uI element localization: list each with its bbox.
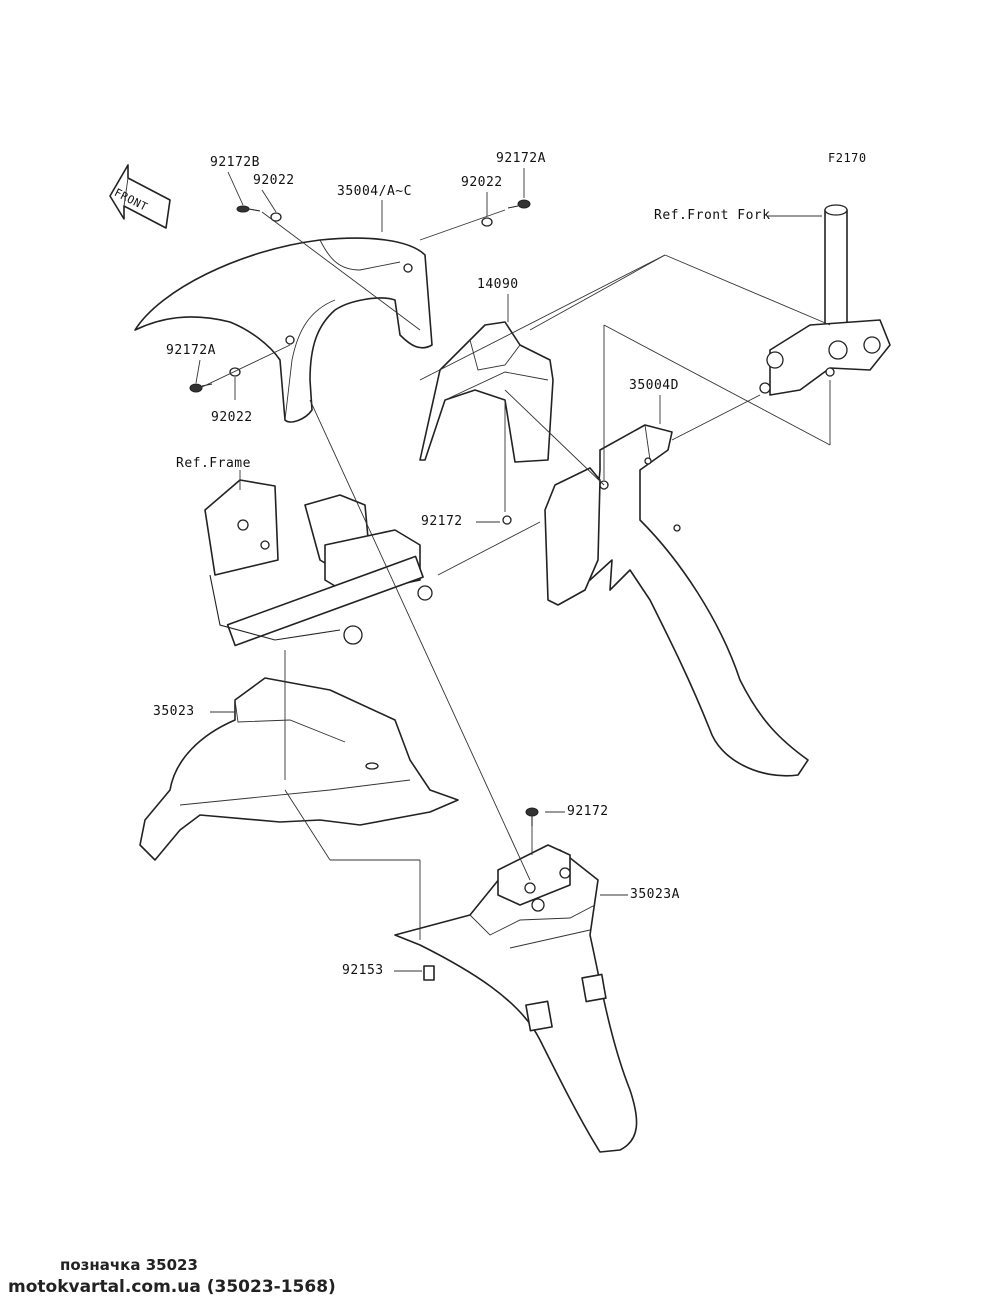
washer-92022-top-right <box>481 217 493 227</box>
bolt-92172-low <box>525 807 539 826</box>
label-92172a-top: 92172A <box>496 151 546 166</box>
front-fork-stem <box>759 204 891 396</box>
label-ref-front-fork: Ref.Front Fork <box>654 208 771 223</box>
frame-reference <box>204 479 433 647</box>
leader-lines <box>195 168 831 972</box>
clip-92153 <box>423 965 435 981</box>
bolt-92172b <box>236 205 261 213</box>
rear-fender-35023a-part <box>394 844 638 1153</box>
label-35004d: 35004D <box>629 378 679 393</box>
fork-cover-part <box>419 321 554 463</box>
label-92022-top-right: 92022 <box>461 175 503 190</box>
label-92172-mid: 92172 <box>421 514 463 529</box>
bolt-92172a-left <box>189 383 213 393</box>
footer-caption: позначка 35023 <box>60 1256 198 1274</box>
washer-92022-top-left <box>270 212 282 222</box>
label-35004ac: 35004/A~C <box>337 184 412 199</box>
label-92172a-left: 92172A <box>166 343 216 358</box>
front-fender-part <box>134 237 433 423</box>
label-92172b: 92172B <box>210 155 260 170</box>
side-panel-part <box>544 467 601 606</box>
front-direction-arrow <box>109 164 171 229</box>
label-35023a: 35023A <box>630 887 680 902</box>
fender-cover-35004d-part <box>589 424 809 777</box>
diagram-id-label: F2170 <box>828 151 867 165</box>
bolt-92172a-top <box>507 199 531 209</box>
bolt-92172-mid <box>502 515 512 525</box>
footer-site[interactable]: motokvartal.com.ua (35023-1568) <box>8 1277 336 1297</box>
label-35023: 35023 <box>153 704 195 719</box>
label-92022-left: 92022 <box>211 410 253 425</box>
label-92022-top-left: 92022 <box>253 173 295 188</box>
label-ref-frame: Ref.Frame <box>176 456 251 471</box>
label-92153: 92153 <box>342 963 384 978</box>
label-14090: 14090 <box>477 277 519 292</box>
inner-fender-35023-part <box>139 677 459 861</box>
label-92172-low: 92172 <box>567 804 609 819</box>
